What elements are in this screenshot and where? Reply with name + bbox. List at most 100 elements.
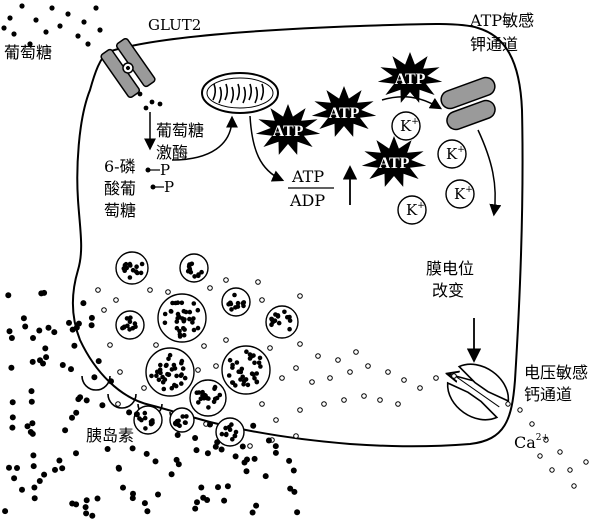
insulin-molecule [144, 508, 151, 515]
insulin-molecule [272, 443, 279, 450]
insulin-label: 胰岛素 [86, 426, 134, 445]
potassium-ion-label: K+ [446, 145, 465, 163]
calcium-dot [95, 287, 101, 293]
potassium-ion: K+ [437, 139, 467, 169]
calcium-dot [165, 289, 171, 295]
insulin-molecule [14, 465, 20, 471]
calcium-dot [259, 401, 265, 407]
glucose-molecule [65, 11, 71, 17]
insulin-molecule [141, 500, 148, 507]
potassium-ion-label: K+ [400, 117, 419, 135]
calcium-dot [113, 297, 119, 303]
calcium-dot [377, 397, 383, 403]
insulin-granule [265, 305, 299, 339]
calcium-dot [267, 345, 273, 351]
insulin-molecule [30, 335, 36, 341]
insulin-molecule [6, 464, 12, 471]
calcium-ion [557, 449, 563, 455]
insulin-molecule [69, 414, 75, 421]
calcium-dot [223, 337, 229, 343]
insulin-molecule [2, 508, 9, 515]
glucose-molecule [33, 17, 39, 23]
calcium-dot [141, 385, 147, 391]
calcium-dot [361, 393, 367, 399]
ratio-numerator: ATP [291, 167, 324, 186]
glucose-molecule [149, 99, 155, 105]
mito-crista [242, 86, 247, 104]
phosphate-groups [145, 167, 164, 190]
insulin-molecule [294, 509, 301, 516]
calcium-ion [517, 407, 523, 413]
calcium-dot [279, 375, 285, 381]
insulin-granule [133, 405, 163, 435]
insulin-molecule [272, 449, 279, 456]
mito-crista [254, 86, 259, 104]
glucose-entry-dots [137, 91, 163, 111]
insulin-molecule [152, 458, 159, 465]
insulin-molecule [120, 484, 126, 491]
insulin-molecule [291, 488, 298, 495]
glucose-molecule [137, 91, 143, 97]
g6p-label-line1: 6-磷 [104, 157, 136, 176]
secreted-insulin [2, 289, 301, 519]
insulin-molecule [51, 329, 58, 336]
calcium-ion [537, 453, 543, 459]
insulin-molecule [73, 450, 79, 457]
insulin-granule [221, 345, 271, 395]
insulin-molecule [20, 315, 27, 322]
calcium-dot [321, 401, 327, 407]
insulin-molecule [250, 422, 257, 429]
calcium-dot [195, 367, 201, 373]
insulin-molecule [232, 453, 239, 460]
insulin-molecule [62, 427, 69, 434]
glucokinase-label-line2: 激酶 [156, 143, 188, 162]
atp-star: ATP [255, 104, 321, 155]
insulin-molecule [80, 300, 87, 307]
insulin-molecule [42, 345, 49, 352]
insulin-molecule [68, 366, 74, 373]
calcium-ion [549, 467, 555, 473]
mito-crista [236, 83, 241, 101]
glucose-molecule [81, 19, 87, 25]
mito-crista [260, 83, 265, 101]
insulin-molecule [262, 473, 269, 480]
glucose-molecule [27, 41, 33, 47]
glucose-molecule [11, 31, 17, 37]
insulin-molecule [71, 342, 78, 349]
atp-star: ATP [361, 136, 427, 187]
insulin-molecule [204, 497, 211, 503]
insulin-molecule [69, 500, 76, 507]
glucose-molecule [143, 105, 149, 111]
potassium-ion: K+ [397, 195, 427, 225]
calcium-ion [505, 401, 511, 407]
glucose-molecule [43, 29, 49, 35]
atp-sensitive-k-channel [440, 76, 496, 131]
atp-k-channel-label-line2: 钾通道 [470, 35, 518, 54]
calcium-dot [347, 369, 353, 375]
insulin-molecule [129, 445, 136, 452]
calcium-ion [567, 467, 573, 473]
insulin-granule [215, 417, 245, 447]
insulin-molecule [24, 423, 31, 430]
depolarization-label-line1: 膜电位 [426, 259, 474, 278]
calcium-dot [101, 307, 107, 313]
calcium-dot [255, 279, 261, 285]
potassium-ions: K+K+K+K+ [391, 111, 475, 225]
glucose-molecule [7, 15, 13, 21]
calcium-dot [385, 369, 391, 375]
insulin-molecule [19, 486, 25, 493]
calcium-dot [223, 277, 229, 283]
mito-crista [248, 83, 253, 101]
atp-to-k-channel-arrow [381, 95, 443, 110]
exocytosis-bump [107, 393, 137, 409]
atp-k-channel-label-line1: ATP敏感 [469, 11, 534, 30]
glut2-transporter [100, 37, 156, 99]
insulin-molecule [28, 398, 35, 405]
insulin-molecule [155, 491, 161, 498]
glucokinase-label-line1: 葡萄糖 [156, 121, 204, 140]
insulin-molecule [36, 478, 43, 484]
atp-star: ATP [311, 86, 377, 137]
glucose-molecule [49, 5, 55, 11]
calcium-dot [297, 407, 303, 413]
